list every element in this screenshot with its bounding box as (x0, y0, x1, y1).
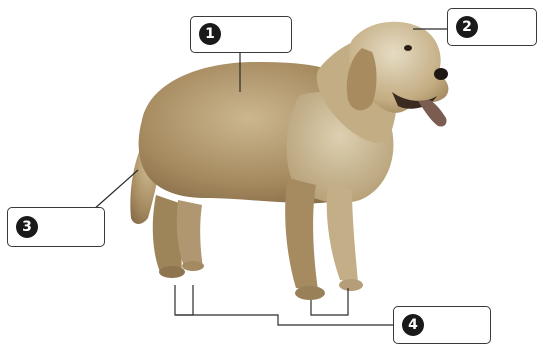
callout-box-1: 1 (190, 16, 292, 53)
callout-box-2: 2 (447, 8, 537, 46)
dog-tongue (418, 100, 447, 127)
leader-line-4 (176, 314, 395, 326)
paw-back-left (159, 266, 185, 278)
dog-nose (434, 68, 448, 80)
paw-front-right (339, 279, 363, 291)
callout-number-4: 4 (402, 314, 424, 336)
leader-line-3 (92, 169, 139, 211)
callout-box-4: 4 (393, 306, 491, 344)
leader-bracket-back-paws (174, 285, 194, 316)
callout-number-3: 3 (16, 216, 38, 238)
leader-bracket-front-paws (310, 288, 349, 316)
dog-front-leg-left (285, 178, 318, 290)
dog-back-leg-right (176, 200, 203, 268)
callout-number-1: 1 (199, 23, 221, 45)
callout-box-3: 3 (7, 207, 105, 247)
paw-back-right (182, 261, 204, 271)
dog-ear (346, 48, 377, 111)
dog-eye (404, 45, 412, 51)
callout-number-2: 2 (456, 16, 478, 38)
paw-front-left (295, 286, 325, 300)
dog-front-leg-right (326, 185, 358, 282)
